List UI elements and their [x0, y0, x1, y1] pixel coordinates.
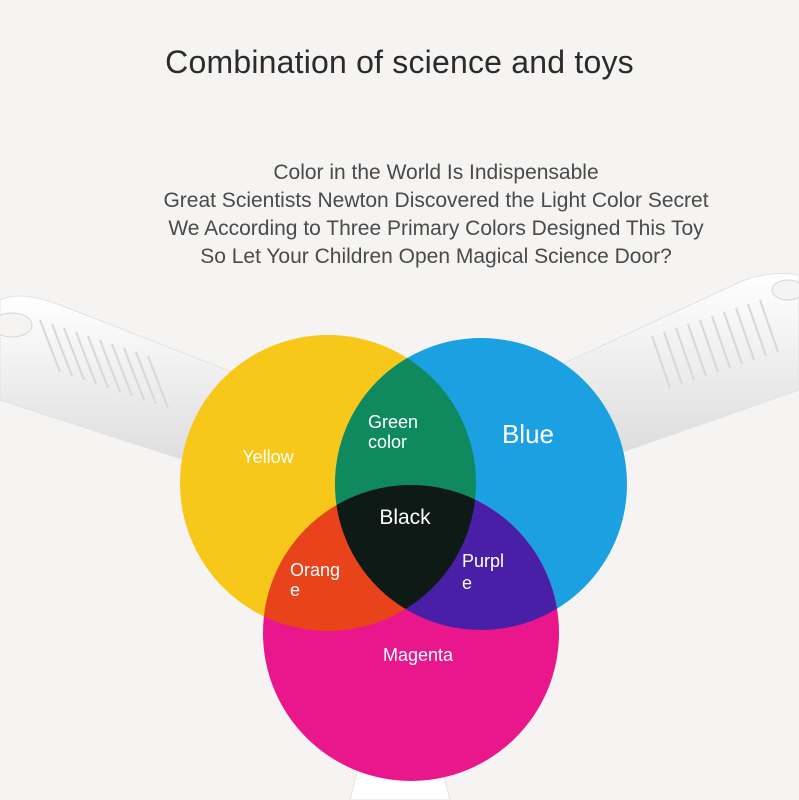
green-label-line2: color [368, 432, 407, 452]
purple-label-line1: Purpl [462, 551, 504, 571]
orange-label-line2: e [290, 580, 300, 600]
orange-overlap [263, 485, 476, 631]
orange-label-line1: Orang [290, 560, 340, 580]
intro-line: Great Scientists Newton Discovered the L… [163, 189, 709, 212]
black-label: Black [379, 506, 431, 529]
purple-label-line2: e [462, 573, 472, 593]
magenta-label: Magenta [383, 645, 454, 665]
intro-line: So Let Your Children Open Magical Scienc… [200, 245, 672, 268]
intro-line: We According to Three Primary Colors Des… [168, 217, 704, 240]
green-label-line1: Green [368, 412, 418, 432]
left-handle [0, 295, 241, 471]
intro-line: Color in the World Is Indispensable [273, 161, 599, 184]
intro-text: Color in the World Is Indispensable Grea… [36, 159, 799, 271]
yellow-label: Yellow [242, 447, 294, 467]
blue-label: Blue [502, 419, 554, 449]
page-title: Combination of science and toys [165, 44, 634, 80]
